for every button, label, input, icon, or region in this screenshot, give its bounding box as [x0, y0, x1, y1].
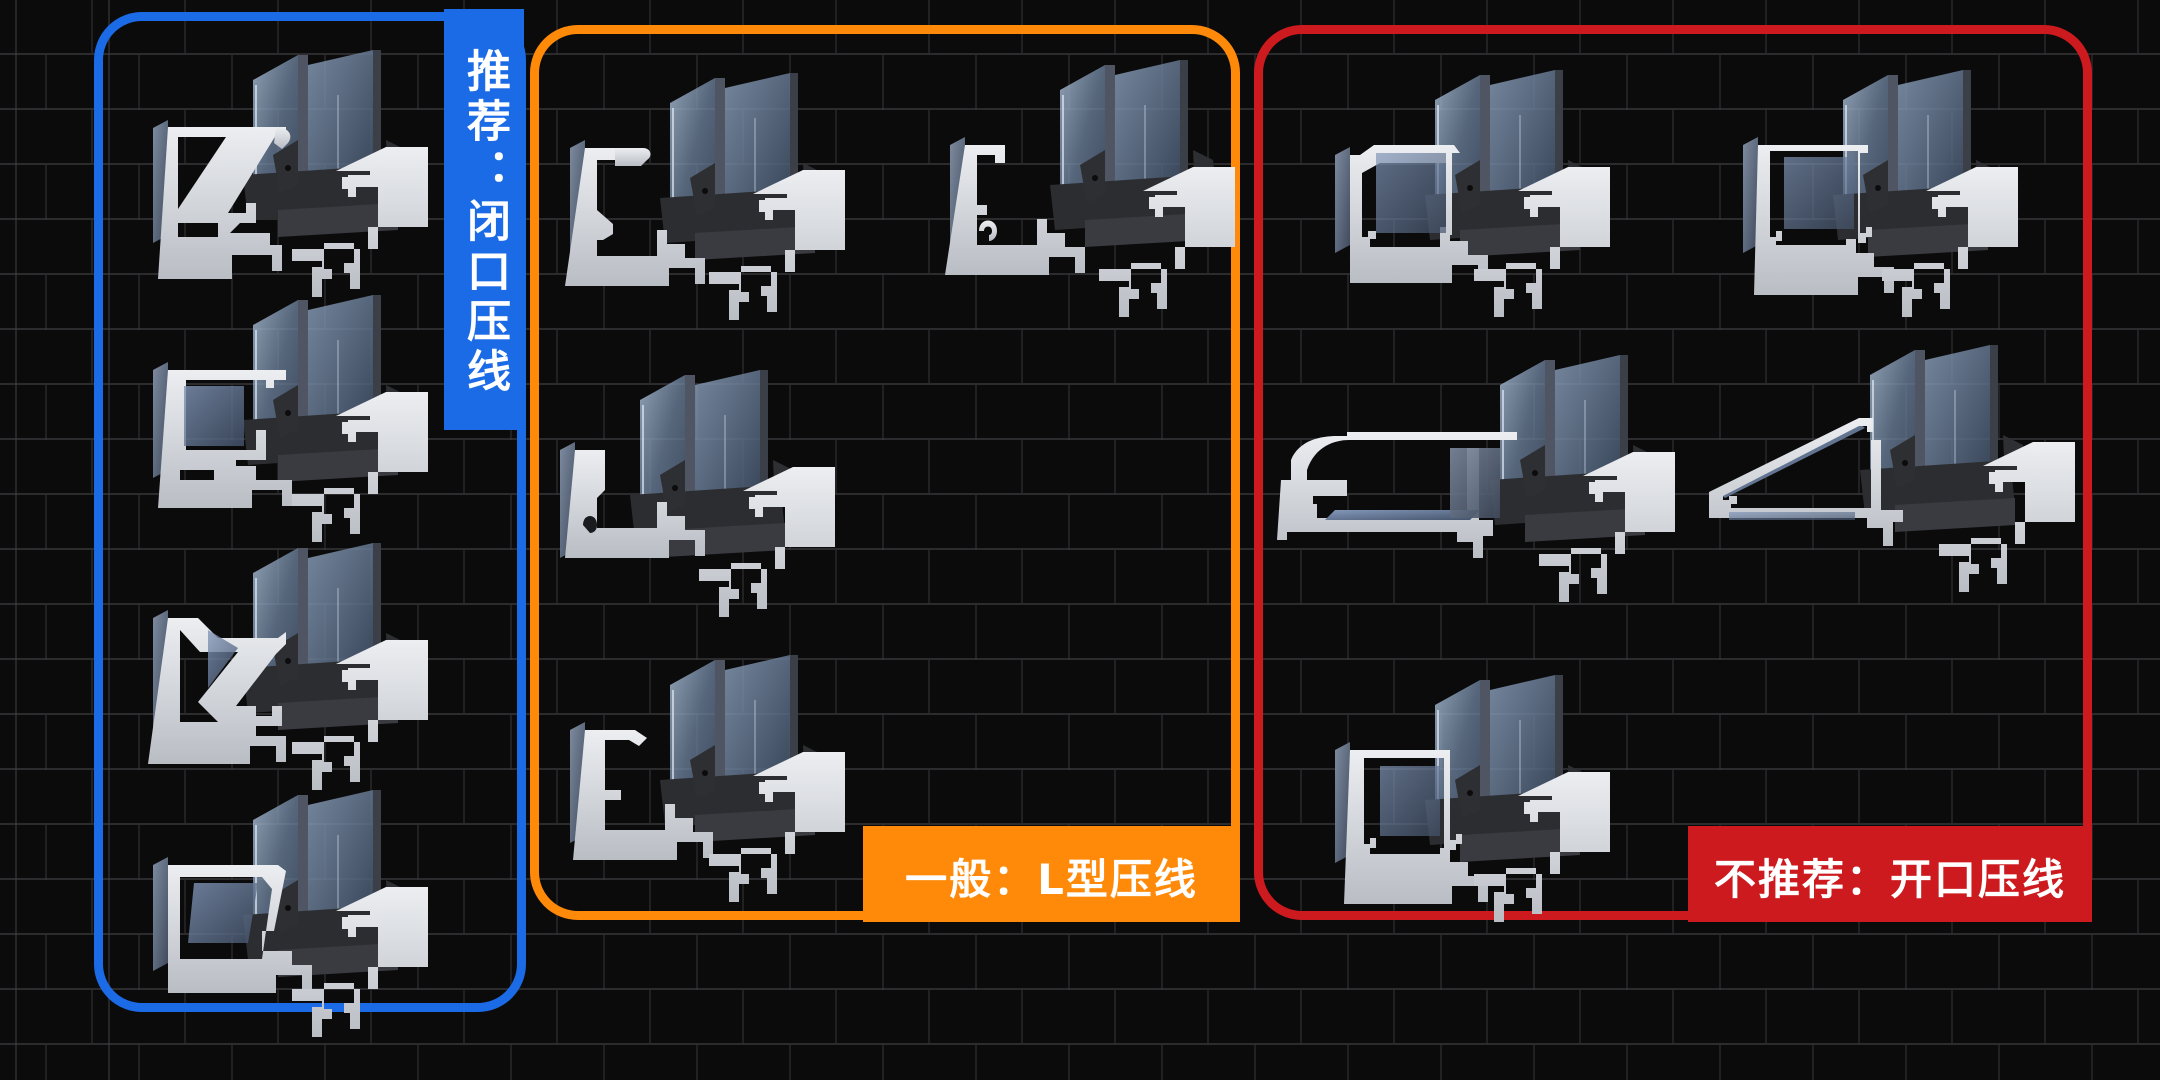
- not-recommended-group-frame: [1254, 25, 2092, 920]
- open-bead-profile-3: [1275, 330, 1695, 602]
- l-bead-profile-4: [565, 630, 865, 902]
- not-recommended-group-label: 不推荐：开口压线: [1688, 826, 2092, 922]
- recommended-group-label: 推荐：闭口压线: [444, 9, 524, 430]
- open-bead-profile-4: [1705, 320, 2085, 592]
- closed-bead-profile-4: [148, 765, 448, 1037]
- recommended-group-frame: [94, 12, 526, 1012]
- general-group-label: 一般：L型压线: [863, 826, 1240, 922]
- closed-bead-profile-2: [148, 270, 448, 542]
- closed-bead-profile-1: [148, 25, 448, 297]
- l-bead-profile-3: [555, 345, 855, 617]
- l-bead-profile-1: [565, 48, 865, 320]
- open-bead-profile-1: [1330, 45, 1630, 317]
- open-bead-profile-2: [1738, 45, 2038, 317]
- l-bead-profile-2: [945, 35, 1245, 317]
- open-bead-profile-5: [1330, 650, 1630, 922]
- closed-bead-profile-3: [148, 518, 448, 790]
